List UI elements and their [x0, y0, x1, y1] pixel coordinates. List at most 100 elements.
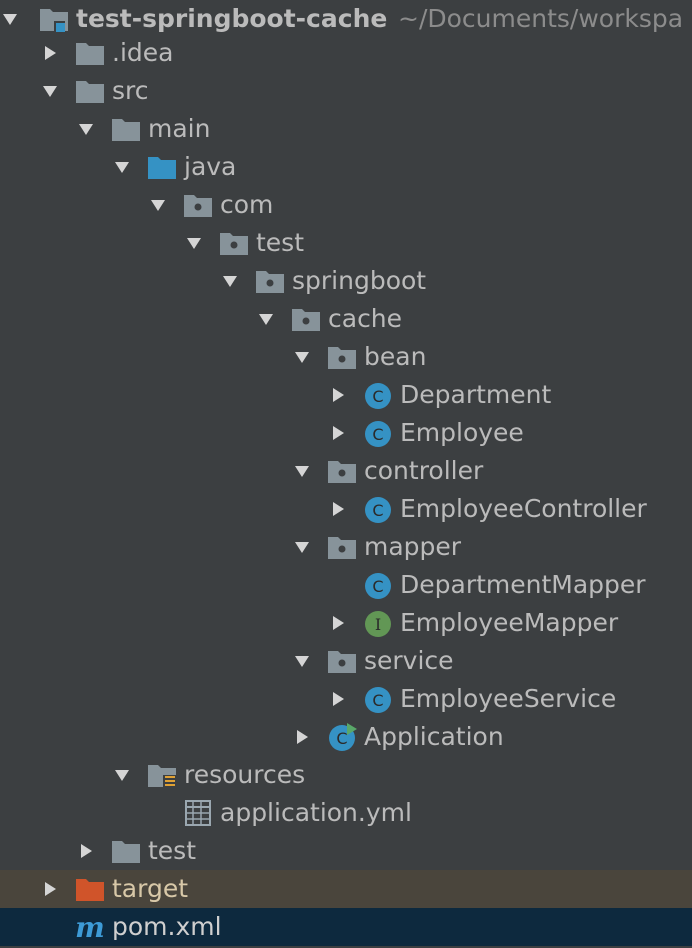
package-icon	[328, 537, 356, 559]
tree-item-label: EmployeeMapper	[400, 608, 619, 637]
chevron-right-icon[interactable]	[330, 691, 346, 707]
tree-row-employee-service[interactable]: C EmployeeService	[0, 680, 692, 718]
folder-icon	[112, 119, 140, 141]
chevron-down-icon[interactable]	[186, 235, 202, 251]
package-icon	[292, 309, 320, 331]
chevron-down-icon[interactable]	[294, 349, 310, 365]
tree-row-test-package[interactable]: test	[0, 224, 692, 262]
tree-row-service[interactable]: service	[0, 642, 692, 680]
svg-text:C: C	[372, 501, 383, 520]
tree-item-label: Department	[400, 380, 552, 409]
chevron-down-icon[interactable]	[294, 653, 310, 669]
svg-text:C: C	[372, 691, 383, 710]
tree-item-label: resources	[184, 760, 306, 789]
yaml-file-icon	[185, 800, 211, 826]
excluded-folder-icon	[76, 879, 104, 901]
package-icon	[328, 461, 356, 483]
chevron-down-icon[interactable]	[114, 767, 130, 783]
class-icon: C	[365, 573, 391, 599]
tree-row-java[interactable]: java	[0, 148, 692, 186]
tree-item-label: controller	[364, 456, 484, 485]
tree-row-target[interactable]: target	[0, 870, 692, 908]
chevron-right-icon[interactable]	[78, 843, 94, 859]
tree-row-controller[interactable]: controller	[0, 452, 692, 490]
folder-icon	[76, 43, 104, 65]
class-icon: C	[365, 497, 391, 523]
chevron-down-icon[interactable]	[78, 121, 94, 137]
tree-row-idea[interactable]: .idea	[0, 34, 692, 72]
class-icon: C	[365, 421, 391, 447]
tree-item-label: application.yml	[220, 798, 412, 827]
chevron-down-icon[interactable]	[42, 83, 58, 99]
svg-text:C: C	[372, 387, 383, 406]
tree-item-label: EmployeeController	[400, 494, 647, 523]
tree-row-test-folder[interactable]: test	[0, 832, 692, 870]
root-project-path: ~/Documents/workspa	[398, 4, 684, 33]
chevron-right-icon[interactable]	[42, 45, 58, 61]
chevron-down-icon[interactable]	[114, 159, 130, 175]
svg-text:C: C	[372, 425, 383, 444]
package-icon	[328, 651, 356, 673]
tree-item-label: Application	[364, 722, 504, 751]
svg-text:m: m	[75, 911, 105, 943]
package-icon	[220, 233, 248, 255]
resources-folder-icon	[148, 765, 176, 789]
chevron-right-icon[interactable]	[294, 729, 310, 745]
folder-icon	[76, 81, 104, 103]
source-folder-icon	[148, 157, 176, 179]
tree-row-root-project[interactable]: test-springboot-cache ~/Documents/worksp…	[0, 0, 692, 38]
chevron-down-icon[interactable]	[294, 463, 310, 479]
tree-item-label: .idea	[112, 38, 174, 67]
folder-icon	[112, 841, 140, 863]
tree-row-employee-mapper[interactable]: I EmployeeMapper	[0, 604, 692, 642]
maven-icon: m	[75, 911, 105, 943]
chevron-down-icon[interactable]	[150, 197, 166, 213]
chevron-down-icon[interactable]	[258, 311, 274, 327]
tree-item-label: java	[184, 152, 237, 181]
tree-row-department-mapper[interactable]: C DepartmentMapper	[0, 566, 692, 604]
tree-row-department[interactable]: C Department	[0, 376, 692, 414]
tree-row-cache[interactable]: cache	[0, 300, 692, 338]
tree-row-main[interactable]: main	[0, 110, 692, 148]
tree-item-label: pom.xml	[112, 912, 222, 941]
chevron-right-icon[interactable]	[330, 501, 346, 517]
tree-row-employee-controller[interactable]: C EmployeeController	[0, 490, 692, 528]
spring-boot-class-icon: C	[329, 723, 357, 751]
tree-item-label: mapper	[364, 532, 462, 561]
tree-item-label: Employee	[400, 418, 524, 447]
chevron-right-icon[interactable]	[330, 387, 346, 403]
svg-text:I: I	[375, 615, 381, 634]
chevron-down-icon[interactable]	[222, 273, 238, 289]
class-icon: C	[365, 687, 391, 713]
interface-icon: I	[365, 611, 391, 637]
tree-item-label: DepartmentMapper	[400, 570, 646, 599]
tree-row-src[interactable]: src	[0, 72, 692, 110]
chevron-right-icon[interactable]	[42, 881, 58, 897]
root-project-name: test-springboot-cache	[76, 4, 388, 33]
tree-row-application-yml[interactable]: application.yml	[0, 794, 692, 832]
tree-item-label: bean	[364, 342, 427, 371]
tree-row-resources[interactable]: resources	[0, 756, 692, 794]
tree-item-label: main	[148, 114, 211, 143]
tree-item-label: test	[256, 228, 305, 257]
tree-row-springboot[interactable]: springboot	[0, 262, 692, 300]
module-folder-icon	[40, 9, 68, 32]
class-icon: C	[365, 383, 391, 409]
tree-row-com[interactable]: com	[0, 186, 692, 224]
tree-row-mapper[interactable]: mapper	[0, 528, 692, 566]
tree-item-label: src	[112, 76, 149, 105]
tree-row-employee[interactable]: C Employee	[0, 414, 692, 452]
tree-item-label: service	[364, 646, 454, 675]
tree-row-application[interactable]: C Application	[0, 718, 692, 756]
tree-item-label: test	[148, 836, 197, 865]
chevron-right-icon[interactable]	[330, 615, 346, 631]
chevron-down-icon[interactable]	[2, 11, 18, 27]
chevron-right-icon[interactable]	[330, 425, 346, 441]
package-icon	[328, 347, 356, 369]
tree-row-pom-xml[interactable]: m pom.xml	[0, 908, 692, 946]
tree-row-bean[interactable]: bean	[0, 338, 692, 376]
chevron-down-icon[interactable]	[294, 539, 310, 555]
tree-item-label: target	[112, 874, 189, 903]
svg-text:C: C	[372, 577, 383, 596]
